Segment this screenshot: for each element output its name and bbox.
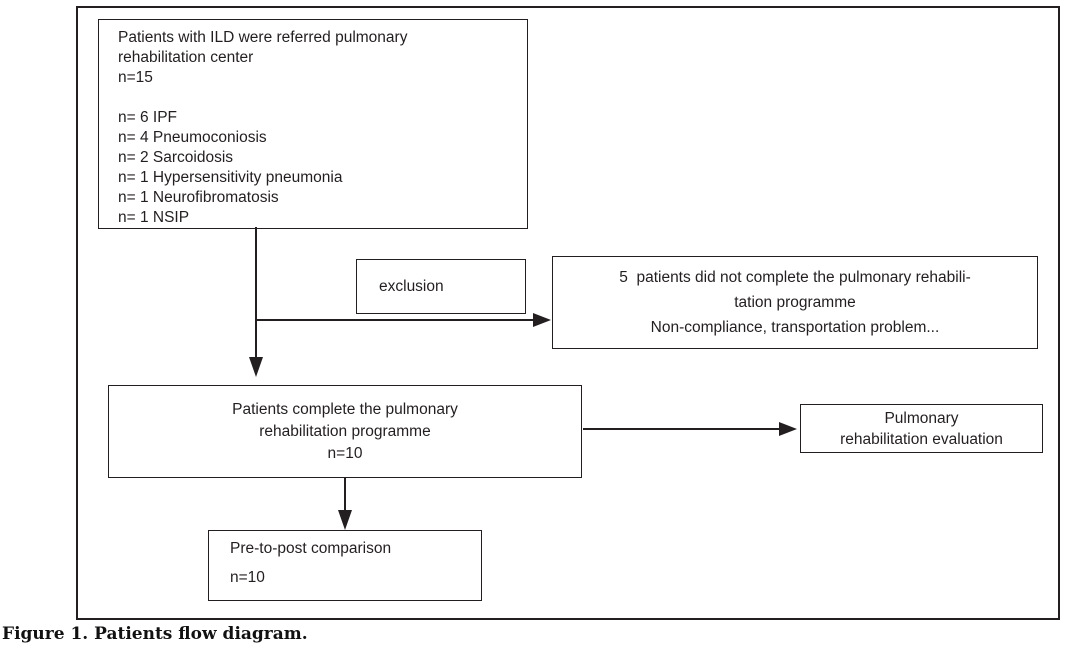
not-completed-text: 5 patients did not complete the pulmonar…: [619, 269, 971, 336]
figure-caption: Figure 1. Patients flow diagram.: [2, 624, 308, 644]
connector-completed-to-evaluation-line: [583, 428, 781, 430]
comparison-count: n=10: [230, 569, 265, 586]
completed-text: Patients complete the pulmonary rehabili…: [232, 400, 458, 462]
arrow-right-icon: [533, 313, 551, 327]
connector-completed-to-comparison-line: [344, 477, 346, 515]
flow-box-not-completed: 5 patients did not complete the pulmonar…: [552, 256, 1038, 349]
connector-referred-to-completed-line: [255, 227, 257, 357]
arrow-right-icon: [779, 422, 797, 436]
connector-exclusion-branch-line: [255, 319, 536, 321]
flow-box-completed: Patients complete the pulmonary rehabili…: [108, 385, 582, 478]
arrow-down-icon: [338, 510, 352, 530]
arrow-down-icon: [249, 357, 263, 377]
flow-box-exclusion-label: exclusion: [356, 259, 526, 314]
exclusion-label: exclusion: [379, 277, 444, 295]
evaluation-text: Pulmonary rehabilitation evaluation: [840, 409, 1003, 448]
flow-box-evaluation: Pulmonary rehabilitation evaluation: [800, 404, 1043, 453]
flow-box-comparison: Pre-to-post comparison n=10: [208, 530, 482, 601]
comparison-title: Pre-to-post comparison: [230, 540, 392, 557]
flow-box-referred-patients: Patients with ILD were referred pulmonar…: [98, 19, 528, 229]
